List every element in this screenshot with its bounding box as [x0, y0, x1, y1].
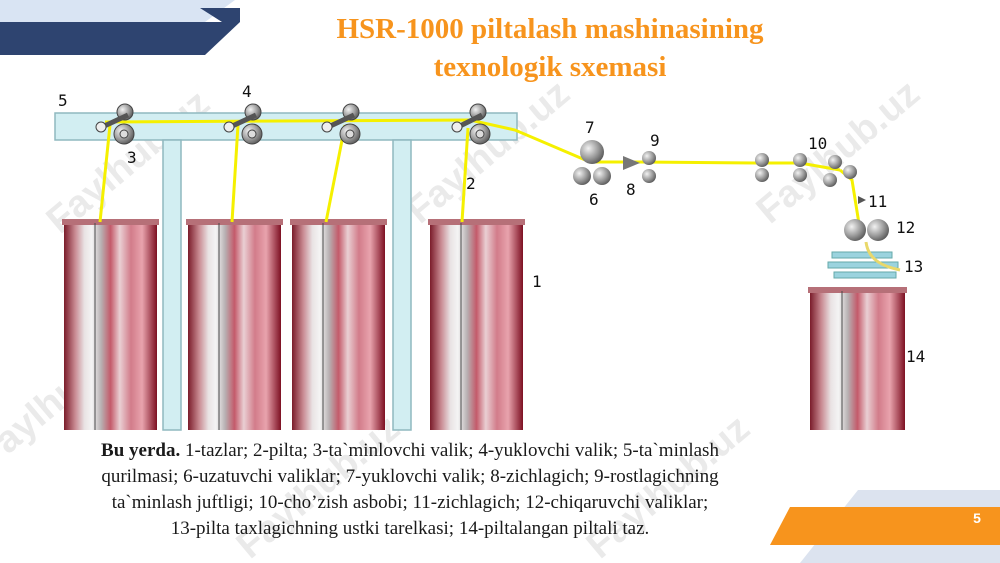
label-1: 1 [532, 272, 542, 291]
roller-unit-3 [321, 103, 361, 145]
roller-unit-2 [223, 103, 263, 145]
label-7: 7 [585, 118, 595, 137]
legend-lead: Bu yerda. [101, 440, 181, 461]
label-4: 4 [242, 82, 252, 101]
drafting-system [755, 153, 857, 187]
label-5: 5 [58, 91, 68, 110]
can-4 [428, 219, 525, 430]
title-line-1: HSR-1000 piltalash mashinasining [336, 13, 764, 45]
label-6: 6 [589, 190, 599, 209]
label-8: 8 [626, 180, 636, 199]
corner-decoration-top [0, 0, 240, 55]
can-3 [290, 219, 387, 430]
label-13: 13 [904, 257, 923, 276]
corner-decoration-bottom [770, 490, 1000, 563]
watermark: Faylhub.uz [749, 72, 928, 232]
label-2: 2 [466, 174, 476, 193]
label-12: 12 [896, 218, 915, 237]
roller-unit-4 [451, 103, 491, 145]
watermark: Faylhub.uz [399, 72, 578, 232]
condenser-and-pair [623, 151, 656, 183]
label-14: 14 [906, 347, 925, 366]
label-9: 9 [650, 131, 660, 150]
creel-rollers [95, 103, 491, 145]
legend-line-1: Bu yerda. 1-tazlar; 2-pilta; 3-ta`minlov… [30, 438, 790, 464]
diagram-legend: Bu yerda. 1-tazlar; 2-pilta; 3-ta`minlov… [30, 438, 790, 542]
label-3: 3 [127, 148, 137, 167]
output-rollers [844, 196, 889, 241]
legend-line-3: ta`minlash juftligi; 10-cho’zish asbobi;… [111, 492, 709, 513]
legend-text-1: 1-tazlar; 2-pilta; 3-ta`minlovchi valik;… [184, 440, 719, 461]
page-title: HSR-1000 piltalash mashinasining texnolo… [270, 10, 830, 86]
title-line-2: texnologik sxemasi [433, 51, 667, 83]
legend-line-2: qurilmasi; 6-uzatuvchi valiklar; 7-yuklo… [101, 466, 719, 487]
coiler-plate [827, 241, 901, 279]
can-1 [62, 219, 159, 430]
sliver-cans [62, 219, 907, 430]
number-labels: 1 2 3 4 5 6 7 8 9 10 11 12 13 14 [58, 82, 925, 366]
label-10: 10 [808, 134, 827, 153]
can-2 [186, 219, 283, 430]
transport-rollers [573, 140, 611, 185]
page-number: 5 [973, 510, 981, 526]
legend-line-4: 13-pilta taxlagichning ustki tarelkasi; … [170, 518, 650, 539]
label-11: 11 [868, 192, 887, 211]
output-can [808, 287, 907, 430]
roller-unit-1 [95, 103, 135, 145]
